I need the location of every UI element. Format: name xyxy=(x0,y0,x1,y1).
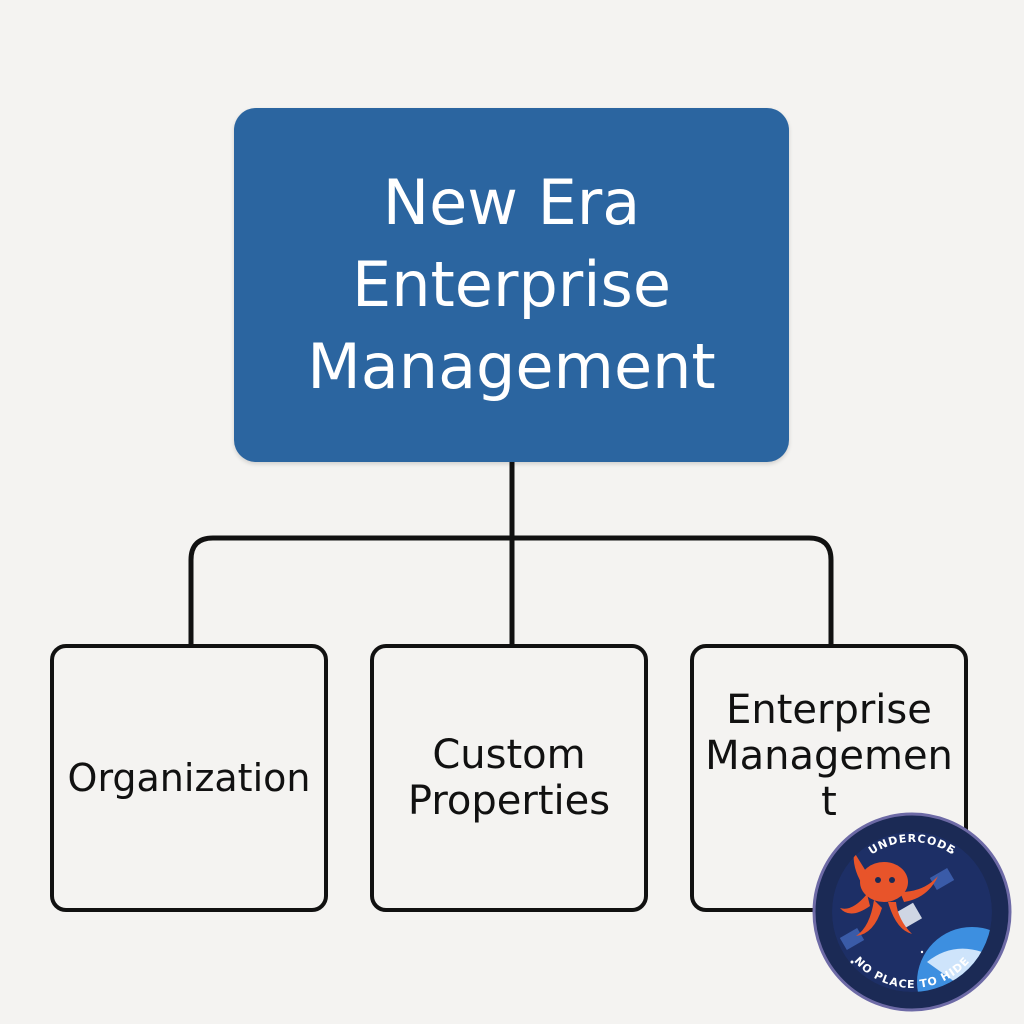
root-node-label: New Era Enterprise Management xyxy=(307,166,716,403)
root-node: New Era Enterprise Management xyxy=(234,108,789,462)
child-node-label: Organization xyxy=(67,756,311,800)
child-node-custom-properties: Custom Properties xyxy=(370,644,648,912)
octopus-icon xyxy=(840,852,938,936)
branch-line xyxy=(188,535,834,644)
child-node-enterprise-management: Enterprise Management xyxy=(690,644,968,912)
child-node-label: Enterprise Management xyxy=(705,687,953,825)
undercode-logo-badge: UNDERCODE NO PLACE TO HIDE xyxy=(812,812,1012,1012)
child-node-organization: Organization xyxy=(50,644,328,912)
child-node-label: Custom Properties xyxy=(407,732,611,824)
